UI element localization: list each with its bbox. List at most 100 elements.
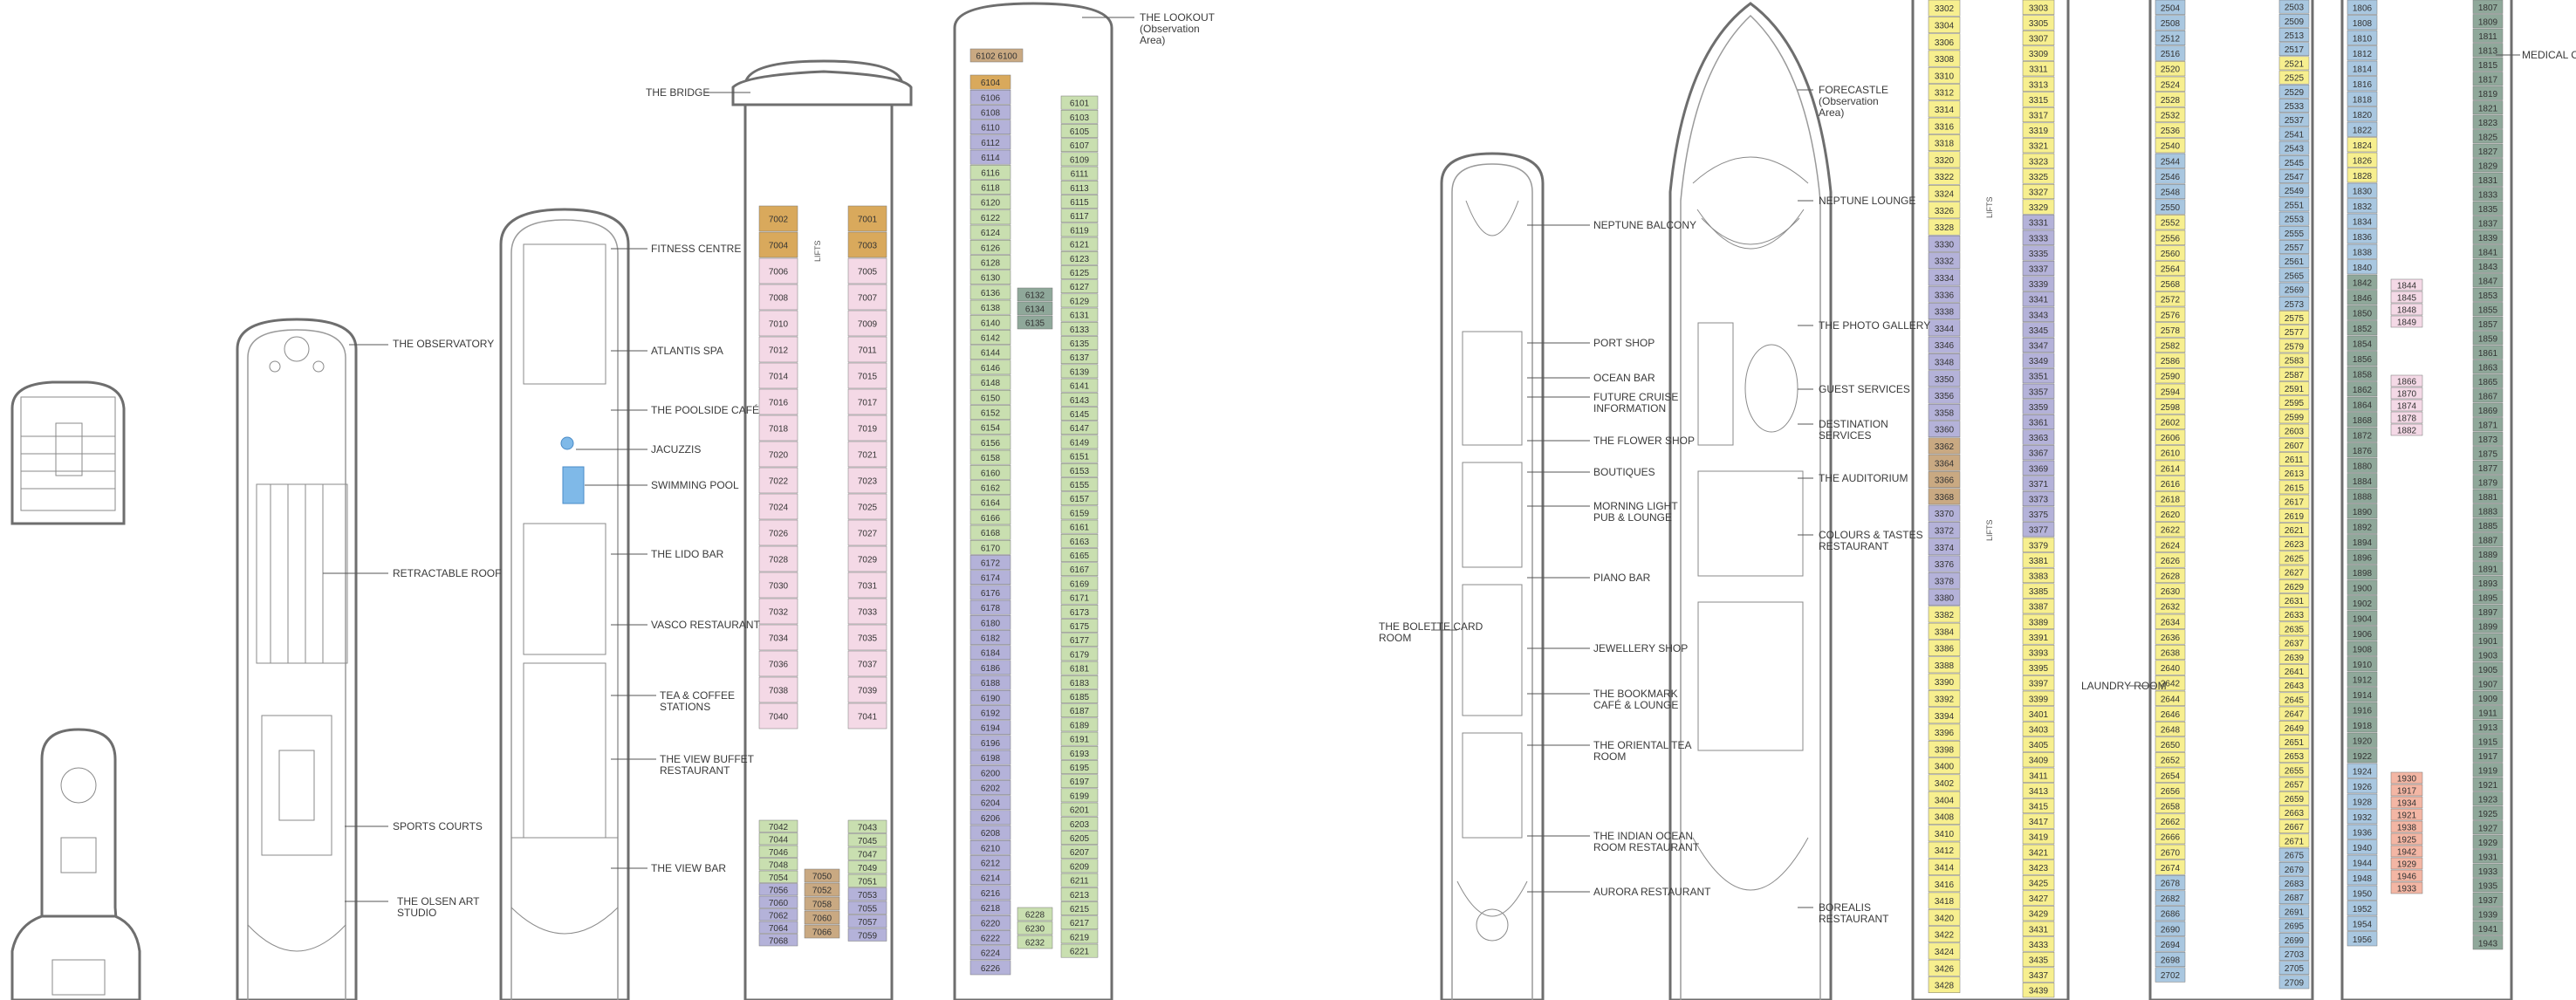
cabin-number: 2553 bbox=[2285, 216, 2305, 225]
cabin-number: 6222 bbox=[981, 935, 1001, 944]
cabin bbox=[2346, 121, 2378, 137]
cabin-number: 2508 bbox=[2161, 19, 2181, 29]
cabin bbox=[2278, 791, 2310, 805]
cabin-number: 6198 bbox=[981, 754, 1001, 764]
cabin-number: 1845 bbox=[2397, 294, 2417, 304]
cabin bbox=[2155, 798, 2186, 814]
cabin bbox=[969, 74, 1011, 90]
cabin-number: 6210 bbox=[981, 844, 1001, 853]
cabin bbox=[2472, 244, 2504, 259]
cabin-number: 1835 bbox=[2478, 205, 2498, 215]
cabin bbox=[2472, 849, 2504, 864]
cabin bbox=[2472, 229, 2504, 244]
cabin-number: 2532 bbox=[2161, 112, 2181, 121]
cabin-number: 1838 bbox=[2353, 248, 2373, 257]
cabin-number: 3329 bbox=[2029, 203, 2049, 213]
cabin-number: 2544 bbox=[2161, 157, 2181, 167]
cabin-number: 1878 bbox=[2397, 414, 2417, 424]
cabin bbox=[2155, 629, 2186, 645]
cabin-number: 2649 bbox=[2285, 724, 2305, 734]
cabin-number: 7047 bbox=[858, 850, 878, 860]
cabin-number: 6199 bbox=[1070, 791, 1090, 801]
cabin bbox=[1928, 269, 1961, 286]
cabin bbox=[2472, 258, 2504, 273]
cabin-number: 2602 bbox=[2161, 419, 2181, 428]
cabin bbox=[2346, 213, 2378, 229]
cabin-number: 3361 bbox=[2029, 419, 2049, 428]
cabin-number: 1863 bbox=[2478, 363, 2498, 373]
cabin bbox=[1060, 548, 1099, 562]
cabin-number: 7057 bbox=[858, 918, 878, 928]
cabin bbox=[2022, 153, 2055, 168]
cabin bbox=[2278, 28, 2310, 42]
cabin-number: 6188 bbox=[981, 679, 1001, 688]
cabin-number: 1822 bbox=[2353, 126, 2373, 135]
cabin bbox=[2278, 339, 2310, 353]
cabin bbox=[1060, 336, 1099, 350]
cabin bbox=[1928, 17, 1961, 33]
cabin-number: 1847 bbox=[2478, 277, 2498, 286]
cabin-number: 3399 bbox=[2029, 695, 2049, 704]
cabin-number: 1908 bbox=[2353, 645, 2373, 654]
cabin bbox=[1928, 538, 1961, 556]
cabin bbox=[2022, 644, 2055, 661]
cabin bbox=[1928, 50, 1961, 67]
cabin-number: 3415 bbox=[2029, 803, 2049, 812]
cabin-number: 3380 bbox=[1935, 594, 1955, 604]
cabin bbox=[2278, 13, 2310, 28]
cabin bbox=[1928, 959, 1961, 976]
cabin bbox=[1928, 572, 1961, 589]
cabin-number: 2513 bbox=[2285, 31, 2305, 41]
cabin-number: 2520 bbox=[2161, 65, 2181, 75]
cabin bbox=[2346, 854, 2378, 870]
cabin bbox=[2390, 399, 2423, 412]
cabin-number: 6183 bbox=[1070, 679, 1090, 688]
cabin bbox=[2022, 322, 2055, 338]
lifts-label: LIFTS bbox=[813, 240, 822, 262]
cabin bbox=[2278, 183, 2310, 198]
cabin bbox=[2472, 805, 2504, 820]
cabin bbox=[847, 650, 887, 677]
cabin bbox=[2155, 476, 2186, 491]
cabin bbox=[1928, 471, 1961, 488]
cabin-number: 3334 bbox=[1935, 274, 1955, 284]
cabin bbox=[2278, 311, 2310, 325]
deck-3: 3302330433063308331033123314331633183320… bbox=[1911, 0, 2070, 1000]
cabin bbox=[2278, 268, 2310, 283]
cabin bbox=[2278, 353, 2310, 367]
cabin-number: 3356 bbox=[1935, 392, 1955, 401]
cabin bbox=[2155, 644, 2186, 661]
deck-5 bbox=[1440, 152, 1545, 1000]
cabin bbox=[2022, 599, 2055, 614]
cabin bbox=[804, 896, 840, 911]
cabin bbox=[2022, 92, 2055, 107]
cabin-number: 7051 bbox=[858, 877, 878, 887]
cabin bbox=[2346, 748, 2378, 764]
cabin bbox=[2155, 706, 2186, 722]
cabin-number: 6157 bbox=[1070, 495, 1090, 504]
cabin bbox=[2155, 368, 2186, 384]
cabin bbox=[2155, 951, 2186, 968]
cabin-number: 6205 bbox=[1070, 834, 1090, 844]
cabin bbox=[1060, 293, 1099, 308]
cabin bbox=[2022, 429, 2055, 445]
cabin-number: 2512 bbox=[2161, 35, 2181, 45]
cabin-number: 6194 bbox=[981, 724, 1001, 734]
cabin bbox=[2278, 749, 2310, 764]
cabin-number: 1843 bbox=[2478, 263, 2498, 272]
cabin-number: 2658 bbox=[2161, 803, 2181, 812]
cabin bbox=[1060, 915, 1099, 930]
cabin-number: 3373 bbox=[2029, 496, 2049, 505]
cabin-number: 3367 bbox=[2029, 449, 2049, 459]
cabin bbox=[847, 257, 887, 284]
cabin bbox=[1928, 336, 1961, 353]
cabin bbox=[2278, 537, 2310, 551]
cabin bbox=[2472, 517, 2504, 532]
cabin-number: 1935 bbox=[2478, 881, 2498, 891]
label-flower-shop: THE FLOWER SHOP bbox=[1593, 435, 1695, 447]
cabin-number: 2618 bbox=[2161, 496, 2181, 505]
cabin-number: 6103 bbox=[1070, 113, 1090, 123]
cabin-number: 2607 bbox=[2285, 442, 2305, 451]
deck-9 bbox=[499, 208, 630, 1000]
cabin bbox=[2346, 366, 2378, 381]
